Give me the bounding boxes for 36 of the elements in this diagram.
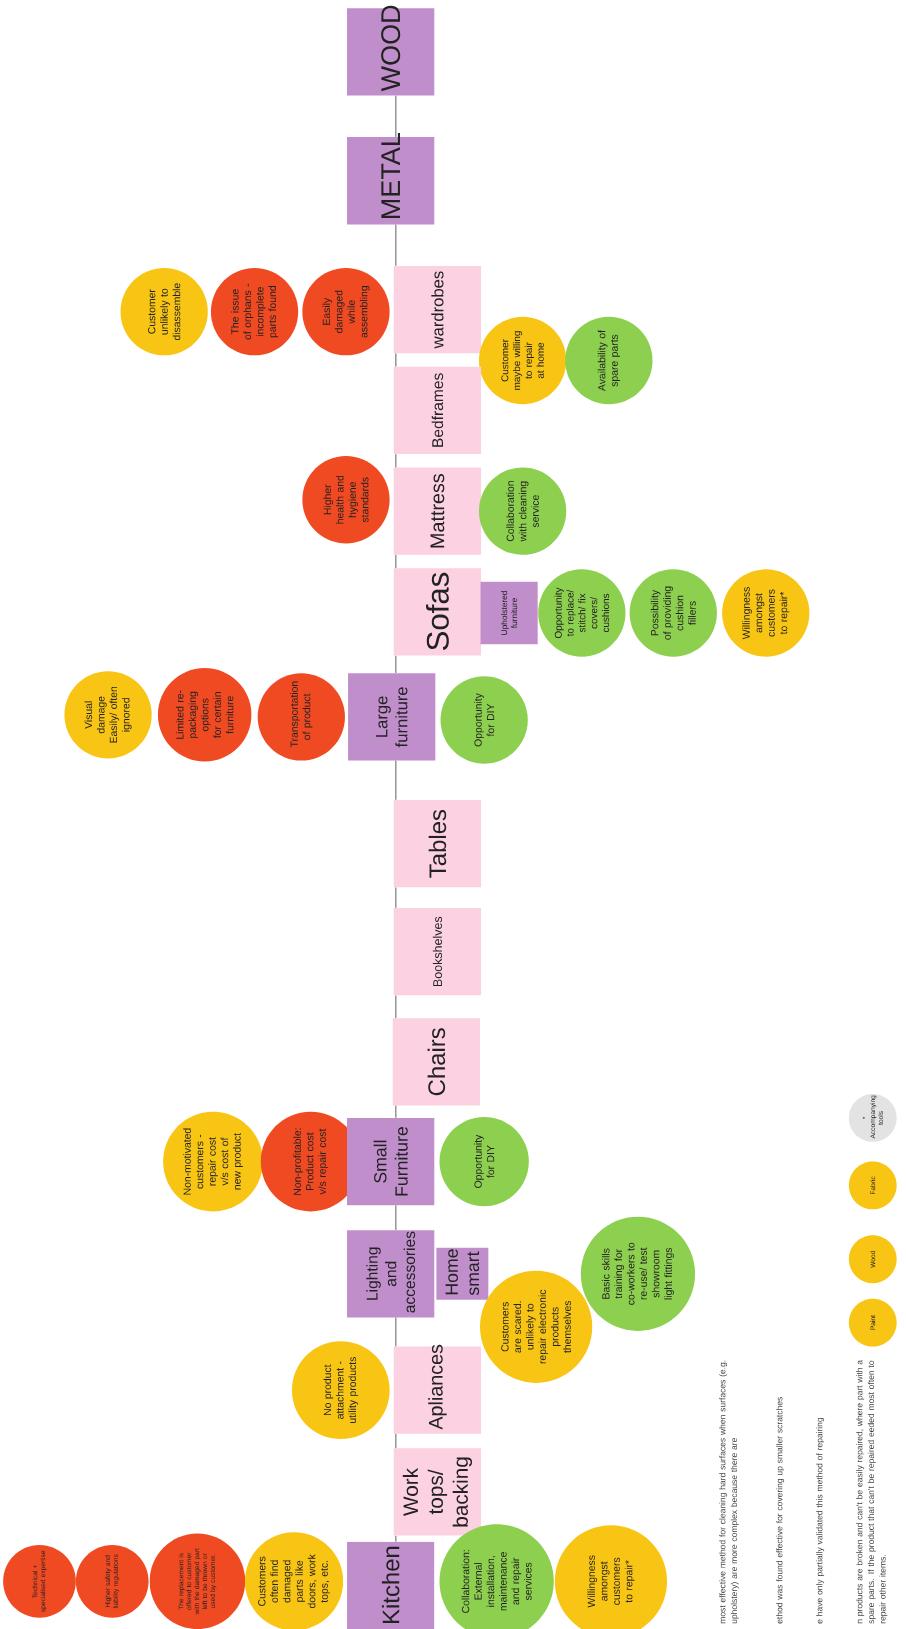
category-box: Bedframes xyxy=(393,366,482,454)
category-box: Home smart xyxy=(436,1247,489,1300)
category-box: WOOD xyxy=(347,5,435,96)
connector-line xyxy=(395,1105,397,1119)
category-box: Tables xyxy=(393,800,482,888)
category-box: Work tops/ backing xyxy=(393,1448,482,1536)
connector-line xyxy=(395,655,397,674)
category-box: Upholstered furniture xyxy=(480,581,538,645)
connector-line xyxy=(395,760,397,801)
category-box: Sofas xyxy=(393,568,482,656)
connector-line xyxy=(395,1317,397,1347)
category-box: METAL xyxy=(347,133,435,225)
category-box: Bookshelves xyxy=(393,908,482,996)
connector-line xyxy=(395,554,397,569)
connector-line xyxy=(395,995,397,1019)
category-box: wardrobes xyxy=(393,265,482,354)
connector-line xyxy=(395,453,397,468)
connector-line xyxy=(395,1204,397,1231)
category-box: Kitchen xyxy=(347,1541,435,1629)
connector-line xyxy=(395,887,397,909)
note-text: ethod was found effective for covering up smaller scratches xyxy=(776,1397,785,1624)
connector-line xyxy=(395,353,397,367)
connector-line xyxy=(395,224,397,267)
connector-line xyxy=(395,1433,397,1449)
category-box: Small Furniture xyxy=(347,1117,435,1206)
connector-line xyxy=(395,95,397,138)
category-box: Mattress xyxy=(393,467,482,555)
node-label: Home smart xyxy=(445,1249,480,1296)
note-text: e have only partially validated this method of repairing xyxy=(816,1417,825,1624)
connector-line xyxy=(395,1535,397,1543)
category-box: Apliances xyxy=(393,1344,482,1434)
node-label: Lighting and accessories xyxy=(366,1231,416,1313)
note-text: n products are broken and can't be easily repaired, where part with a spare parts. If the product that can't be repaired eeded most often to repair other items. xyxy=(856,1360,888,1624)
category-box: Large furniture xyxy=(348,673,436,761)
category-box: Chairs xyxy=(392,1018,481,1106)
note-text: most effective method for cleaning hard surfaces when surfaces (e.g. upholstery) are more complex because there are xyxy=(719,1360,739,1624)
